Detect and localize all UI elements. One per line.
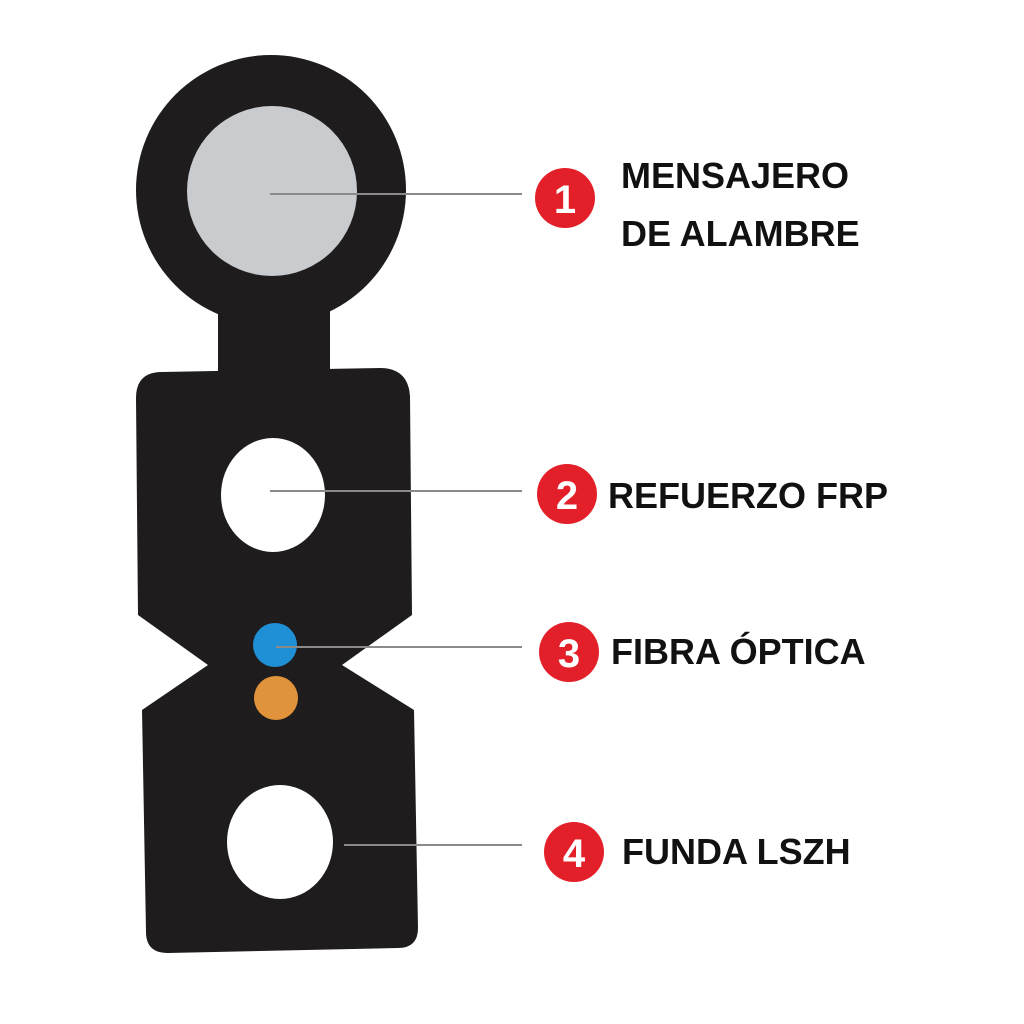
- callout-label-1-line-1: MENSAJERO: [621, 155, 849, 196]
- callout-1: 1 MENSAJERO DE ALAMBRE: [535, 155, 860, 254]
- callout-badge-1: [535, 168, 595, 228]
- optical-fiber-orange: [254, 676, 298, 720]
- callout-badge-4: [544, 822, 604, 882]
- callout-badge-2: [537, 464, 597, 524]
- frp-strength-member-bottom: [227, 785, 333, 899]
- callout-number-1: 1: [554, 178, 576, 222]
- callout-label-1-line-2: DE ALAMBRE: [621, 213, 860, 254]
- messenger-wire: [187, 106, 357, 276]
- callout-label-2: REFUERZO FRP: [608, 475, 888, 516]
- callout-number-4: 4: [563, 832, 586, 876]
- callout-number-3: 3: [558, 632, 580, 676]
- callout-4: 4 FUNDA LSZH: [544, 822, 851, 882]
- callout-3: 3 FIBRA ÓPTICA: [539, 622, 866, 682]
- callout-number-2: 2: [556, 474, 578, 518]
- callout-label-3: FIBRA ÓPTICA: [611, 630, 866, 672]
- callout-2: 2 REFUERZO FRP: [537, 464, 888, 524]
- optical-fiber-blue: [253, 623, 297, 667]
- callout-label-4: FUNDA LSZH: [622, 831, 851, 872]
- callout-badge-3: [539, 622, 599, 682]
- cable-cross-section: [136, 55, 418, 953]
- frp-strength-member-top: [221, 438, 325, 552]
- leader-lines: [270, 193, 522, 846]
